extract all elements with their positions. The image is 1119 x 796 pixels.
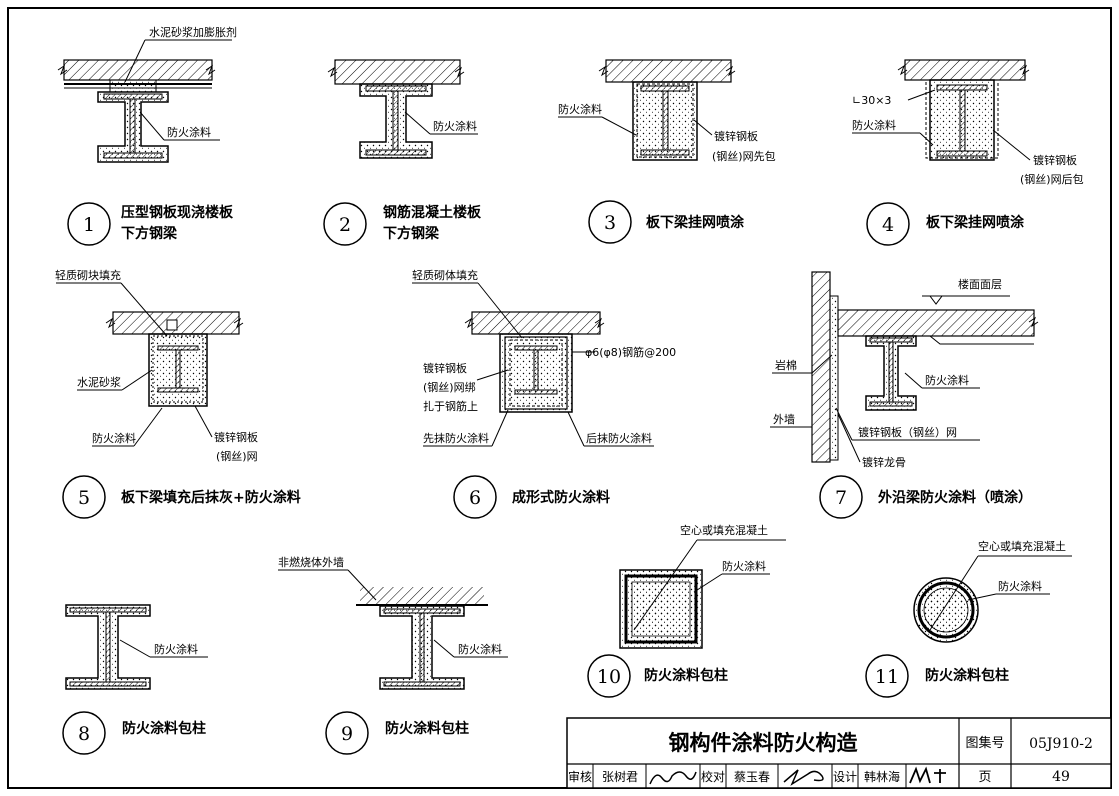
note-11-concrete: 空心或填充混凝土	[978, 539, 1066, 553]
detail-marker-1	[67, 202, 111, 246]
note-6-fill: 轻质砌体填充	[412, 268, 478, 282]
detail-6: 轻质砌体填充 φ6(φ8)钢筋@200 镀锌钢板 (钢丝)网绑 扎于钢筋上 先抹…	[412, 268, 676, 519]
note-3-coating: 防火涂料	[558, 102, 602, 116]
note-7-wool: 岩棉	[775, 358, 797, 372]
note-7-coating: 防火涂料	[925, 373, 969, 387]
detail-title-1a: 压型钢板现浇楼板	[121, 204, 234, 221]
detail-2: 防火涂料 2 钢筋混凝土楼板 下方钢梁	[323, 59, 482, 246]
detail-number-10: 10	[597, 666, 621, 688]
atlas-label: 图集号	[965, 735, 1004, 751]
detail-title-8: 防火涂料包柱	[122, 720, 206, 737]
note-5-mesh2: (钢丝)网	[216, 450, 258, 463]
check-label: 校对	[701, 769, 725, 784]
note-1-coating: 防火涂料	[167, 125, 211, 139]
detail-11: 空心或填充混凝土 防火涂料 11 防火涂料包柱	[865, 539, 1072, 698]
sheet-title: 钢构件涂料防火构造	[669, 731, 859, 755]
page-number: 49	[1052, 769, 1070, 785]
detail-title-3: 板下梁挂网喷涂	[646, 214, 745, 231]
designer-name: 韩林海	[864, 769, 900, 784]
note-5-mortar: 水泥砂浆	[77, 375, 121, 389]
detail-8: 防火涂料 8 防火涂料包柱	[62, 604, 208, 755]
note-9-wall: 非燃烧体外墙	[278, 555, 344, 569]
note-7-keel: 镀锌龙骨	[862, 455, 906, 469]
atlas-number: 05J910-2	[1029, 736, 1093, 752]
note-3-mesh1: 镀锌钢板	[714, 129, 758, 143]
note-6-pre: 先抹防火涂料	[423, 431, 489, 445]
page-label: 页	[978, 770, 991, 785]
note-6-post: 后抹防火涂料	[586, 431, 652, 445]
detail-title-2a: 钢筋混凝土楼板	[383, 204, 482, 221]
detail-title-9: 防火涂料包柱	[385, 720, 469, 737]
note-8-coating: 防火涂料	[154, 642, 198, 656]
detail-number-4: 4	[882, 214, 894, 236]
note-5-mesh1: 镀锌钢板	[214, 430, 258, 444]
note-1-top: 水泥砂浆加膨胀剂	[149, 25, 237, 39]
detail-title-4: 板下梁挂网喷涂	[926, 214, 1025, 231]
detail-number-8: 8	[78, 723, 90, 745]
review-label: 审核	[568, 769, 592, 784]
note-5-fill: 轻质砌块填充	[55, 268, 121, 282]
detail-number-1: 1	[83, 214, 95, 236]
detail-number-7: 7	[835, 487, 847, 509]
detail-title-2b: 下方钢梁	[383, 225, 440, 242]
note-6-rebar: φ6(φ8)钢筋@200	[585, 345, 676, 359]
checker-name: 蔡玉春	[734, 770, 770, 784]
design-label: 设计	[833, 770, 857, 784]
detail-4: ∟30×3 防火涂料 镀锌钢板 (钢丝)网后包 4 板下梁挂网喷涂	[852, 59, 1084, 246]
detail-title-11: 防火涂料包柱	[925, 667, 1009, 684]
detail-number-2: 2	[339, 214, 351, 236]
detail-title-1b: 下方钢梁	[121, 225, 178, 242]
title-block: 钢构件涂料防火构造 图集号 05J910-2 页 49 审核 张树君 校对 蔡玉…	[566, 717, 1112, 789]
detail-number-5: 5	[78, 487, 90, 509]
detail-10: 空心或填充混凝土 防火涂料 10 防火涂料包柱	[587, 523, 786, 698]
note-6-mesh1: 镀锌钢板	[423, 361, 467, 375]
detail-title-7: 外沿梁防火涂料（喷涂）	[878, 489, 1032, 506]
detail-3: 防火涂料 镀锌钢板 (钢丝)网先包 3 板下梁挂网喷涂	[558, 59, 776, 244]
exterior-wall	[811, 271, 831, 463]
note-10-coating: 防火涂料	[722, 559, 766, 573]
detail-number-9: 9	[341, 723, 353, 745]
note-7-wall: 外墙	[773, 412, 795, 426]
checker-signature	[783, 769, 824, 786]
note-4-mesh2: (钢丝)网后包	[1020, 173, 1084, 186]
detail-1: 水泥砂浆加膨胀剂 防火涂料 1 压型钢板现浇楼板 下方钢梁	[57, 25, 237, 246]
sheet-border	[7, 7, 1112, 789]
note-6-mesh2: (钢丝)网绑	[423, 381, 476, 394]
note-6-mesh3: 扎于钢筋上	[423, 399, 478, 413]
note-10-concrete: 空心或填充混凝土	[680, 523, 768, 537]
note-4-coating: 防火涂料	[852, 118, 896, 132]
note-11-coating: 防火涂料	[998, 579, 1042, 593]
detail-5: 轻质砌块填充 水泥砂浆 防火涂料 镀锌钢板 (钢丝)网 5 板下梁填充后抹灰+防…	[55, 268, 301, 519]
detail-number-6: 6	[469, 487, 481, 509]
note-3-mesh2: (钢丝)网先包	[712, 150, 776, 163]
reviewer-signature	[649, 771, 697, 785]
designer-signature	[909, 766, 946, 784]
detail-number-11: 11	[875, 666, 899, 688]
note-7-mesh: 镀锌钢板（钢丝）网	[858, 425, 957, 439]
detail-title-10: 防火涂料包柱	[644, 667, 728, 684]
detail-9: 非燃烧体外墙 防火涂料 9 防火涂料包柱	[278, 555, 508, 755]
note-2-coating: 防火涂料	[433, 119, 477, 133]
note-7-floor: 楼面面层	[958, 277, 1002, 291]
note-9-coating: 防火涂料	[458, 642, 502, 656]
note-4-mesh1: 镀锌钢板	[1033, 153, 1077, 167]
reviewer-name: 张树君	[602, 769, 638, 784]
detail-7: 楼面面层 岩棉 外墙 防火涂料 镀锌钢板（钢丝）网 镀锌龙骨 7 外沿梁防火涂料…	[770, 271, 1039, 519]
floor-slab	[63, 59, 213, 81]
note-4-angle: ∟30×3	[852, 94, 891, 107]
note-5-coating: 防火涂料	[92, 431, 136, 445]
detail-title-6: 成形式防火涂料	[512, 489, 610, 506]
detail-title-5: 板下梁填充后抹灰+防火涂料	[121, 489, 301, 506]
detail-number-3: 3	[604, 212, 616, 234]
